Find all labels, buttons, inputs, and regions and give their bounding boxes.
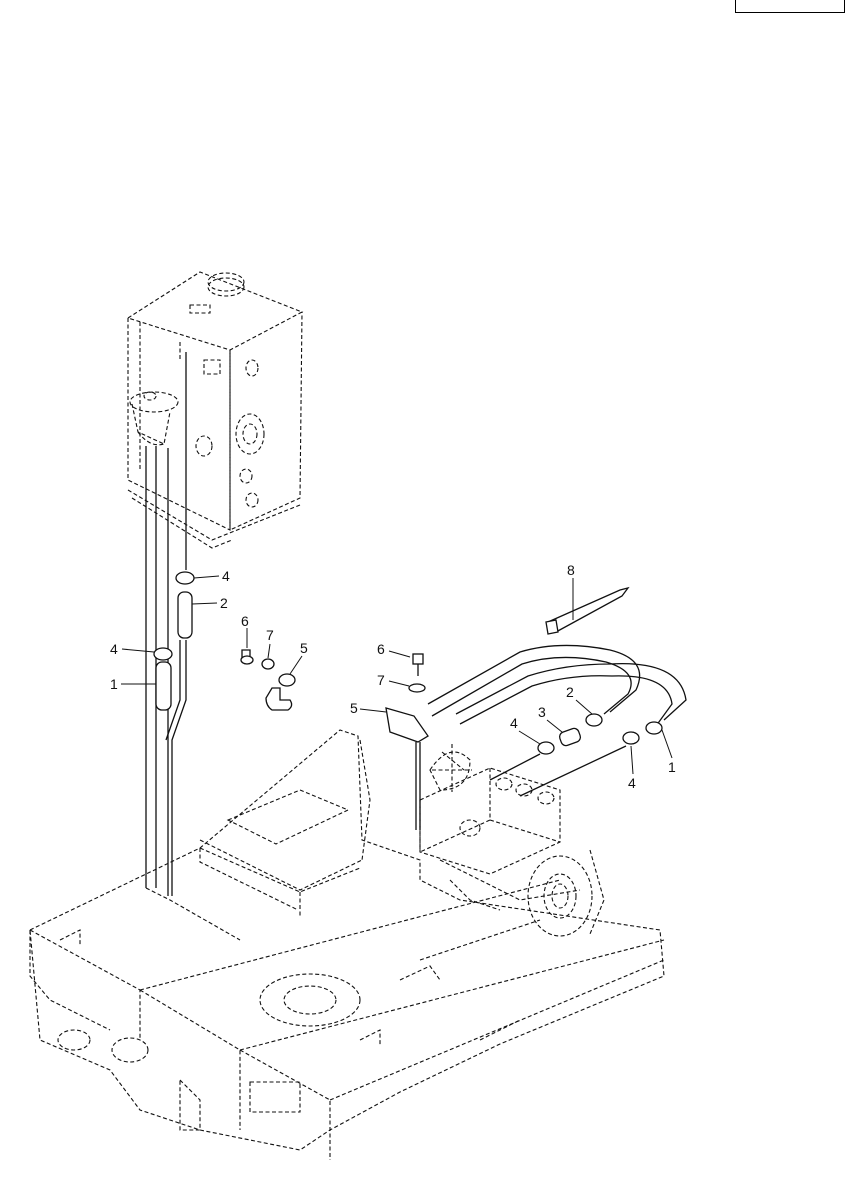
callout-3-hose-right: 3 [538,704,546,720]
callout-2-hose-right: 2 [566,684,574,700]
fuel-filter [129,391,179,446]
reference-box [735,0,845,13]
callout-7-washer-right: 7 [377,672,385,688]
callout-6-bolt-right: 6 [377,641,385,657]
callout-5-bracket-right: 5 [350,700,358,716]
right-parts [385,644,687,830]
callout-4-clamp-right: 4 [510,715,518,731]
callout-1-hose-left: 1 [110,676,118,692]
callout-5-bracket-left: 5 [300,640,308,656]
callout-2-hose-upper: 2 [220,595,228,611]
fuel-tank [126,271,304,549]
callout-4-clamp-left: 4 [110,641,118,657]
callout-1-hose-right: 1 [668,759,676,775]
engine [419,744,605,937]
tie-wrap [545,586,630,635]
left-parts [153,571,296,711]
callout-7-washer-left: 7 [266,627,274,643]
callouts: 8 4 2 6 7 5 4 1 6 7 5 2 3 4 1 4 [110,562,676,791]
chassis-frame [29,729,665,1160]
callout-4-clamp-upper: 4 [222,568,230,584]
callout-8: 8 [567,562,575,578]
leader-lines [121,575,673,775]
callout-4-clamp-far-right: 4 [628,775,636,791]
callout-6-bolt-left: 6 [241,613,249,629]
